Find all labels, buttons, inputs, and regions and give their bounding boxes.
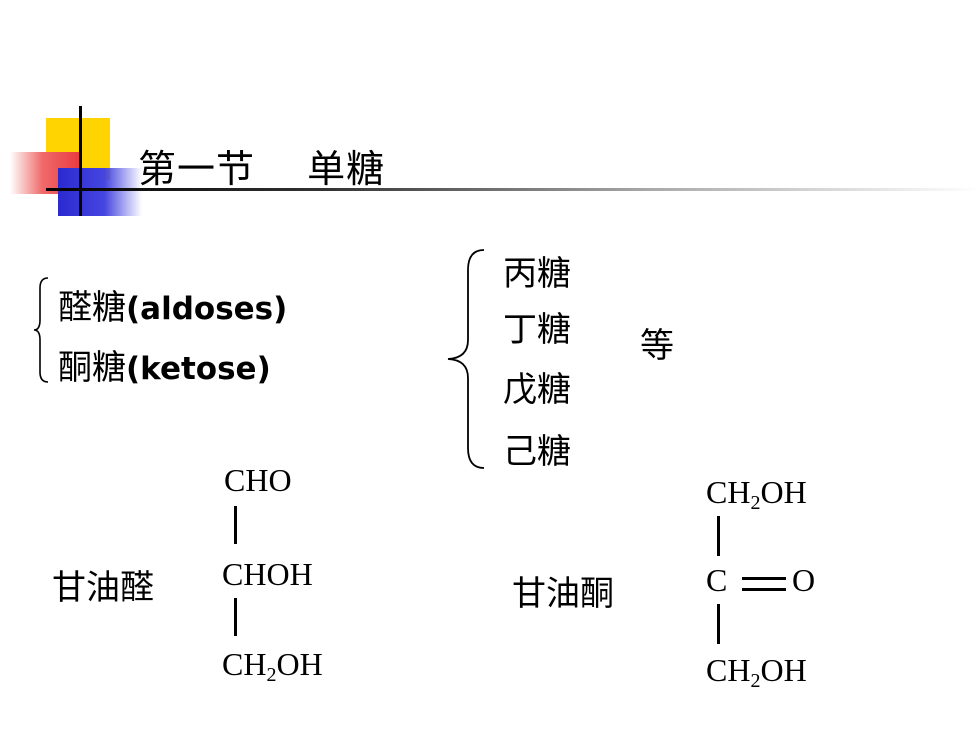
glyceraldehyde-bond-bottom: [234, 598, 237, 636]
formula-part: CH: [706, 652, 751, 688]
tetrose-label: 丁糖: [503, 310, 571, 350]
formula-part: OH: [760, 474, 807, 510]
formula-subscript: 2: [750, 670, 761, 692]
dihydroxyacetone-ch2oh-bottom: CH2OH: [706, 652, 807, 693]
aldose-item: 醛糖(aldoses): [58, 280, 287, 329]
triose-label: 丙糖: [503, 254, 571, 294]
etc-label: 等: [640, 326, 674, 366]
dihydroxyacetone-name: 甘油酮: [512, 574, 614, 614]
aldose-en: (aldoses): [126, 291, 288, 327]
carbonyl-double-bond: [742, 577, 786, 591]
glyceraldehyde-ch2oh: CH2OH: [222, 646, 323, 687]
formula-part: CH: [706, 474, 751, 510]
ketose-en: (ketose): [126, 351, 271, 387]
dihydroxyacetone-oxygen: O: [792, 562, 816, 598]
title-underline: [46, 188, 980, 191]
logo-blue-square: [58, 168, 142, 216]
aldose-zh: 醛糖: [58, 288, 126, 328]
dihydroxyacetone-bond-top: [717, 516, 720, 556]
formula-subscript: 2: [750, 492, 761, 514]
small-left-brace: [33, 277, 49, 383]
dihydroxyacetone-bond-bottom: [717, 604, 720, 644]
glyceraldehyde-bond-top: [234, 506, 237, 544]
pentose-label: 戊糖: [503, 370, 571, 410]
glyceraldehyde-cho: CHO: [224, 462, 292, 498]
glyceraldehyde-choh: CHOH: [222, 556, 313, 592]
formula-part: CH: [222, 646, 267, 682]
formula-part: OH: [760, 652, 807, 688]
large-left-brace: [447, 249, 485, 469]
dihydroxyacetone-carbon: C: [706, 562, 728, 598]
slide-title: 第一节 单糖: [138, 147, 386, 191]
dihydroxyacetone-ch2oh-top: CH2OH: [706, 474, 807, 515]
formula-part: OH: [276, 646, 323, 682]
glyceraldehyde-name: 甘油醛: [52, 568, 154, 608]
ketose-item: 酮糖(ketose): [58, 340, 271, 389]
logo-vertical-line: [79, 106, 82, 216]
formula-subscript: 2: [266, 664, 277, 686]
hexose-label: 己糖: [503, 432, 571, 472]
ketose-zh: 酮糖: [58, 348, 126, 388]
